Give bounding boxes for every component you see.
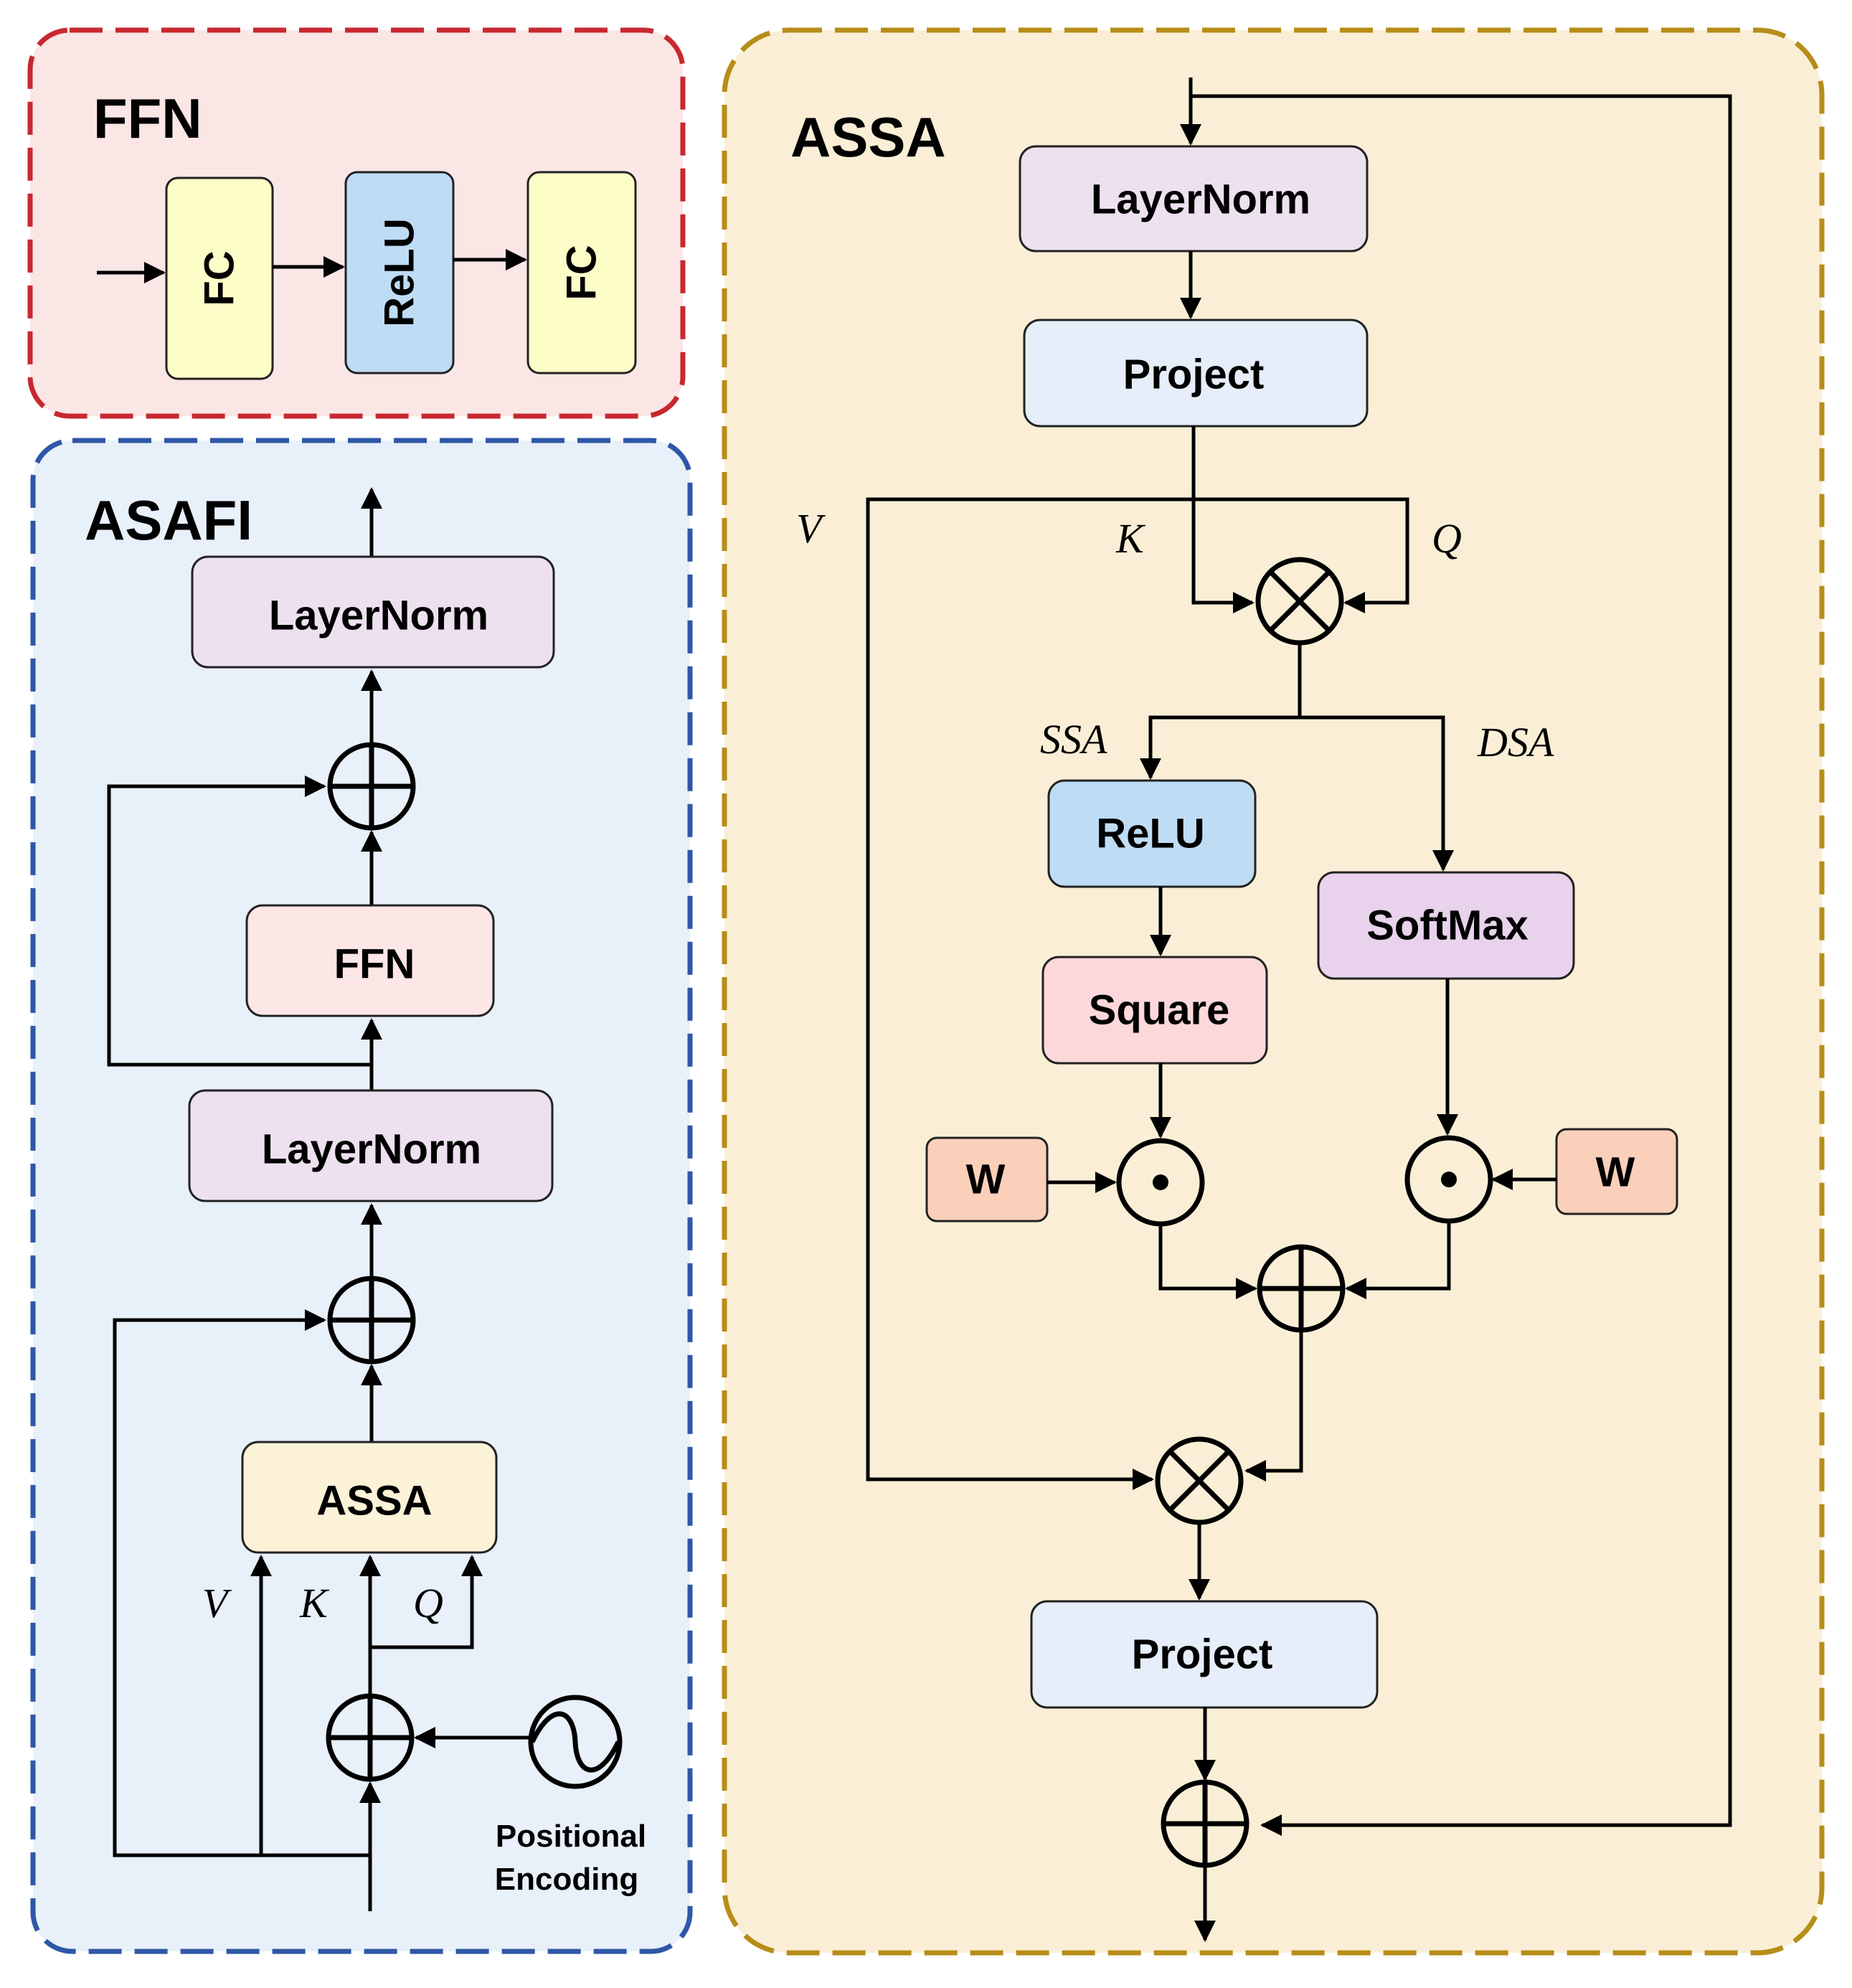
asafi-layernorm-top-block: LayerNorm <box>191 555 555 669</box>
assa-add-attention-icon <box>1257 1244 1346 1333</box>
assa-ssa-label: SSA <box>1040 716 1107 763</box>
assa-add-residual-icon <box>1161 1779 1249 1868</box>
asafi-add-mid-icon <box>327 1276 416 1365</box>
assa-dsa-label: DSA <box>1477 719 1554 765</box>
assa-weight-right-block: W <box>1555 1128 1678 1215</box>
asafi-panel-title: ASAFI <box>85 489 252 552</box>
assa-weight-right-label: W <box>1596 1149 1635 1196</box>
asafi-assa-block: ASSA <box>241 1441 498 1554</box>
assa-dsa-to-add-arrow <box>1345 1221 1451 1299</box>
ffn-relu-block: ReLU <box>344 171 455 374</box>
asafi-v-label: V <box>202 1580 232 1626</box>
asafi-add-top-icon <box>327 742 416 831</box>
assa-project-in-block: Project <box>1023 319 1369 428</box>
assa-dsa-branch-arrow <box>1300 715 1454 872</box>
asafi-assa-label: ASSA <box>316 1478 432 1525</box>
assa-attention-to-v-mult-arrow <box>1244 1330 1303 1481</box>
asafi-residual-assa-path <box>113 1309 372 1857</box>
ffn-panel-title: FFN <box>93 87 202 150</box>
asafi-residual-ffn-path <box>107 776 372 1067</box>
assa-k-path <box>1191 426 1255 613</box>
asafi-q-label: Q <box>413 1580 443 1626</box>
positional-encoding-label-line1: Positional <box>496 1819 646 1854</box>
assa-v-path <box>866 497 1194 1490</box>
assa-softmax-block: SoftMax <box>1317 871 1575 980</box>
assa-relu-label: ReLU <box>1096 811 1204 857</box>
asafi-ffn-block: FFN <box>245 904 495 1017</box>
asafi-layernorm-mid-label: LayerNorm <box>262 1126 481 1173</box>
ffn-relu-label: ReLU <box>377 218 423 326</box>
ffn-fc2-label: FC <box>559 245 605 300</box>
assa-panel-title: ASSA <box>790 105 946 169</box>
assa-k-label: K <box>1115 515 1146 562</box>
assa-square-label: Square <box>1089 987 1230 1034</box>
assa-relu-block: ReLU <box>1047 779 1257 888</box>
ffn-panel: FFN FC ReLU FC <box>27 27 686 419</box>
ffn-fc2-block: FC <box>526 171 637 374</box>
assa-layernorm-block: LayerNorm <box>1019 145 1369 253</box>
asafi-layernorm-top-label: LayerNorm <box>269 593 488 639</box>
asafi-q-input-arrow <box>370 1555 483 1649</box>
ffn-fc1-block: FC <box>165 176 274 380</box>
positional-encoding-label-line2: Encoding <box>495 1862 638 1897</box>
asafi-panel: ASAFI LayerNorm FFN LayerNorm <box>30 438 693 1954</box>
assa-weight-left-block: W <box>925 1136 1049 1223</box>
assa-ssa-to-add-arrow <box>1158 1224 1257 1299</box>
asafi-add-pos-icon <box>326 1693 415 1782</box>
assa-softmax-label: SoftMax <box>1366 903 1529 949</box>
ffn-fc1-label: FC <box>197 250 243 306</box>
assa-weight-left-label: W <box>966 1156 1006 1203</box>
assa-panel-frame <box>722 27 1825 1956</box>
assa-project-out-block: Project <box>1030 1600 1379 1709</box>
assa-panel: ASSA LayerNorm Project V K Q <box>722 27 1825 1956</box>
assa-project-out-label: Project <box>1132 1631 1273 1678</box>
asafi-layernorm-mid-block: LayerNorm <box>188 1089 554 1202</box>
assa-residual-path <box>1191 94 1732 1836</box>
assa-q-label: Q <box>1432 515 1462 562</box>
assa-project-in-label: Project <box>1123 352 1265 398</box>
assa-ssa-branch-arrow <box>1140 715 1300 780</box>
assa-square-block: Square <box>1041 956 1268 1065</box>
assa-q-path <box>1194 497 1409 613</box>
assa-layernorm-label: LayerNorm <box>1091 176 1310 223</box>
asafi-ffn-label: FFN <box>334 941 415 988</box>
assa-v-label: V <box>796 505 826 552</box>
asafi-k-label: K <box>299 1580 330 1626</box>
sine-wave-icon <box>528 1695 623 1789</box>
